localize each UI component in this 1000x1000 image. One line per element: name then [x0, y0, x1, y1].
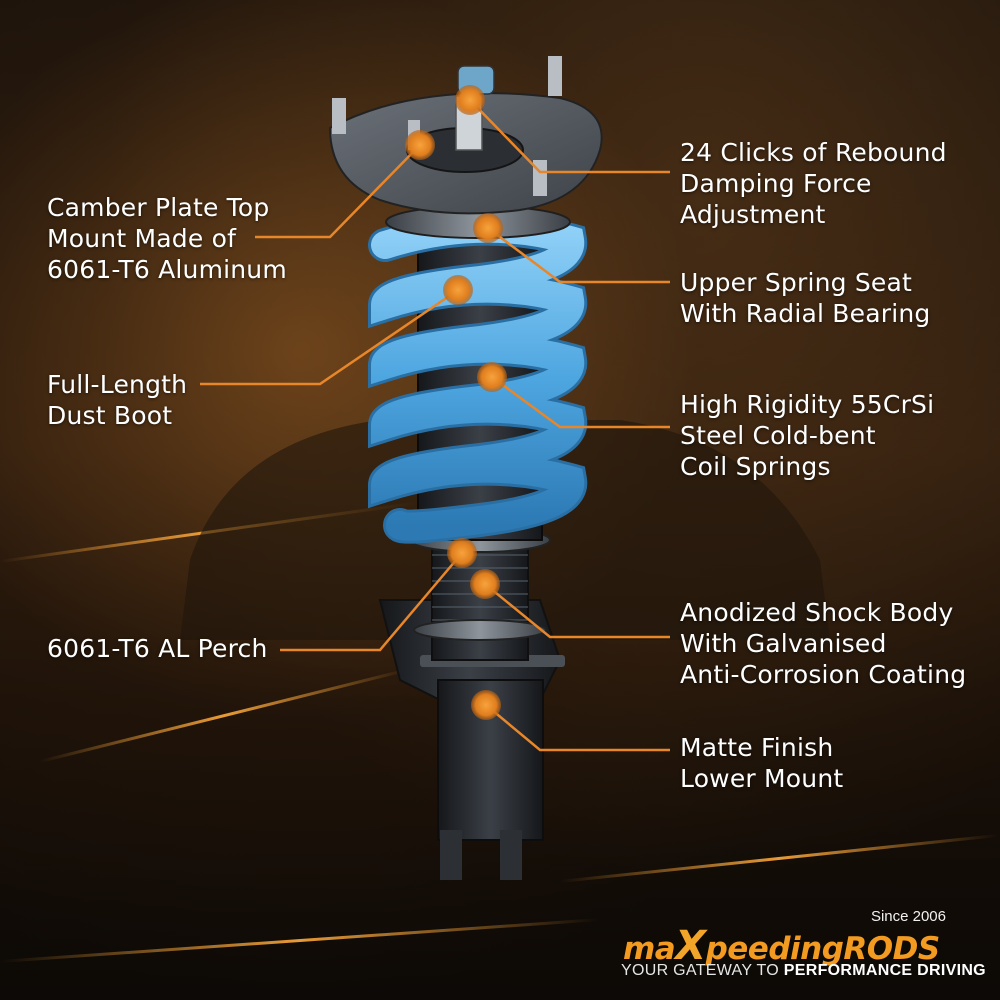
logo-since: Since 2006 [870, 908, 946, 925]
label-line: Camber Plate Top [47, 193, 270, 222]
tagline-plain: YOUR GATEWAY TO [621, 962, 784, 979]
logo-suffix: peedingRODS [705, 931, 941, 967]
shock-body [409, 527, 551, 661]
label-line: Upper Spring Seat [680, 268, 913, 297]
label-line: Full-Length [47, 370, 188, 399]
label-line: With Galvanised [680, 629, 887, 658]
label-rebound: 24 Clicks of Rebound Damping Force Adjus… [680, 137, 947, 230]
label-line: Mount Made of [47, 224, 237, 253]
label-camber-plate: Camber Plate Top Mount Made of 6061-T6 A… [47, 192, 287, 285]
label-line: Coil Springs [680, 452, 831, 481]
label-line: Damping Force [680, 169, 872, 198]
camber-plate [328, 56, 603, 215]
logo-x: X [675, 923, 706, 969]
coil-spring [367, 211, 588, 544]
logo-prefix: ma [623, 931, 676, 967]
label-shock-body: Anodized Shock Body With Galvanised Anti… [680, 597, 966, 690]
brand-logo: Since 2006 maXpeedingRODS YOUR GATEWAY T… [615, 908, 986, 988]
label-line: Adjustment [680, 200, 826, 229]
callout-lines [200, 99, 670, 752]
label-dust-boot: Full-Length Dust Boot [47, 369, 187, 431]
label-spring-seat: Upper Spring Seat With Radial Bearing [680, 267, 930, 329]
label-line: 6061-T6 AL Perch [47, 634, 268, 663]
callout-dots [405, 85, 507, 720]
logo-wordmark: maXpeedingRODS [623, 923, 940, 969]
tagline-bold: PERFORMANCE DRIVING [783, 962, 986, 979]
label-line: Anti-Corrosion Coating [680, 660, 967, 689]
label-line: Dust Boot [47, 401, 173, 430]
label-line: With Radial Bearing [680, 299, 931, 328]
label-line: 6061-T6 Aluminum [47, 255, 287, 284]
label-line: Anodized Shock Body [680, 598, 954, 627]
label-line: High Rigidity 55CrSi [680, 390, 935, 419]
label-coil-springs: High Rigidity 55CrSi Steel Cold-bent Coi… [680, 389, 934, 482]
label-lower-mount: Matte Finish Lower Mount [680, 732, 843, 794]
label-perch: 6061-T6 AL Perch [47, 633, 268, 664]
logo-tagline: YOUR GATEWAY TO PERFORMANCE DRIVING [621, 962, 986, 980]
label-line: 24 Clicks of Rebound [680, 138, 947, 167]
label-line: Matte Finish [680, 733, 834, 762]
label-line: Steel Cold-bent [680, 421, 876, 450]
label-line: Lower Mount [680, 764, 844, 793]
